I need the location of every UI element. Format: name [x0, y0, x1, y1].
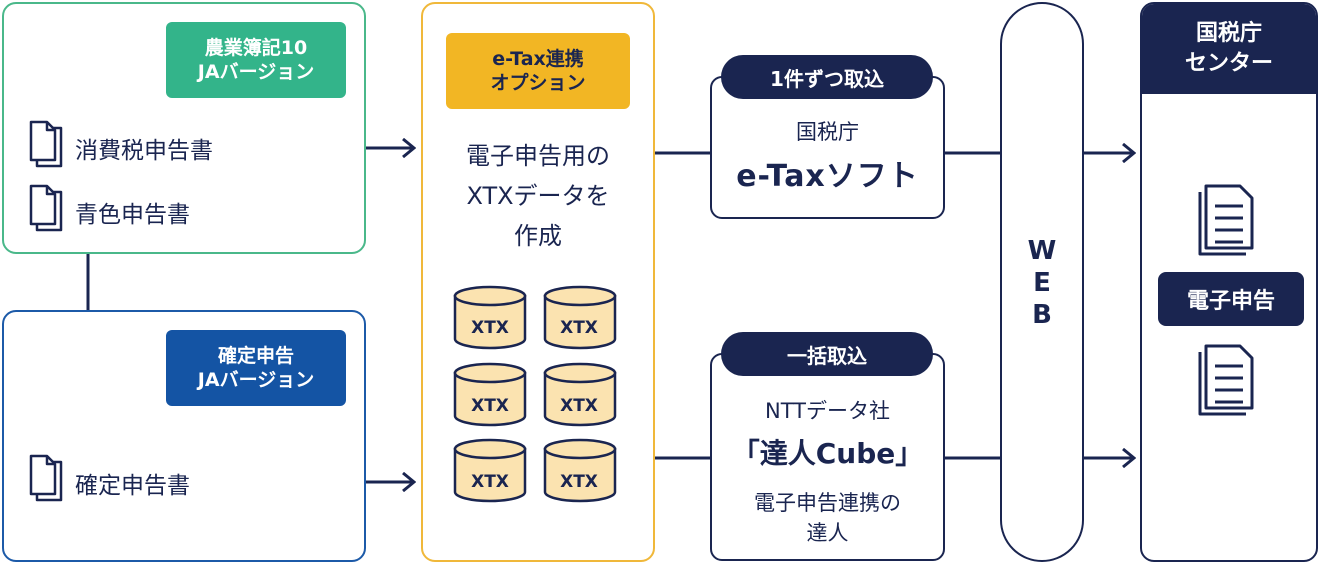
header-line: 国税庁 — [1195, 21, 1262, 46]
web-channel — [1000, 2, 1084, 562]
nta-header: 国税庁 センター — [1142, 4, 1316, 94]
badge-etax-option: e-Tax連携 オプション — [446, 33, 630, 109]
desc-line: 作成 — [514, 222, 562, 250]
badge-nogyo-boki: 農業簿記10 JAバージョン — [166, 22, 346, 98]
box-tatsujin-cube — [710, 353, 945, 561]
database-cylinder-top — [543, 285, 617, 307]
label-tatsujin-desc: 電子申告連携の 達人 — [710, 488, 945, 548]
badge-line: JAバージョン — [197, 61, 315, 83]
label-tatsujin-cube: 「達人Cube」 — [731, 437, 924, 470]
pill-single-import: 1件ずつ取込 — [721, 55, 933, 99]
database-cylinder-icon — [543, 371, 617, 427]
xtx-label: XTX — [560, 318, 598, 338]
desc-line: 電子申告用の — [466, 142, 610, 170]
option-description: 電子申告用の XTXデータを 作成 — [421, 136, 655, 256]
box-etax-software — [710, 76, 945, 219]
label-nta: 国税庁 — [796, 120, 859, 144]
badge-line: e-Tax連携 — [492, 48, 584, 70]
xtx-label: XTX — [471, 472, 509, 492]
web-letter: W — [1027, 236, 1057, 266]
badge-kakutei-shinkoku: 確定申告 JAバージョン — [166, 330, 346, 406]
badge-line: オプション — [490, 72, 586, 94]
database-cylinder-icon — [453, 447, 527, 503]
doc-consumption-tax: 消費税申告書 — [75, 138, 213, 164]
header-line: センター — [1184, 51, 1273, 76]
desc-line: 達人 — [806, 521, 849, 545]
database-cylinder-icon — [543, 294, 617, 350]
database-cylinder-icon — [543, 447, 617, 503]
label-etax-software: e-Taxソフト — [736, 159, 919, 194]
database-cylinder-top — [543, 438, 617, 460]
badge-line: 確定申告 — [217, 345, 294, 367]
database-cylinder-top — [453, 438, 527, 460]
desc-line: XTXデータを — [466, 182, 610, 210]
xtx-label: XTX — [471, 396, 509, 416]
database-cylinder-icon — [453, 371, 527, 427]
xtx-label: XTX — [471, 318, 509, 338]
database-cylinder-top — [453, 285, 527, 307]
badge-line: JAバージョン — [197, 369, 315, 391]
xtx-label: XTX — [560, 396, 598, 416]
xtx-label: XTX — [560, 472, 598, 492]
database-cylinder-top — [453, 362, 527, 384]
web-letter: E — [1033, 268, 1051, 298]
web-letter: B — [1032, 300, 1052, 330]
doc-final-return: 確定申告書 — [75, 473, 190, 499]
desc-line: 電子申告連携の — [754, 491, 901, 515]
doc-blue-return: 青色申告書 — [75, 202, 190, 228]
badge-line: 農業簿記10 — [204, 37, 308, 59]
database-cylinder-icon — [453, 294, 527, 350]
pill-bulk-import: 一括取込 — [721, 332, 933, 376]
database-cylinder-top — [543, 362, 617, 384]
label-ntt-data: NTTデータ社 — [765, 399, 890, 423]
badge-e-filing: 電子申告 — [1158, 272, 1304, 326]
